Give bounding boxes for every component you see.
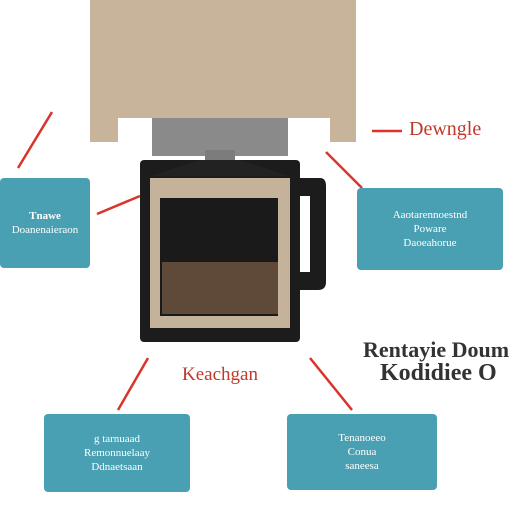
- callout-right-line-2: Poware: [413, 223, 447, 235]
- callout-bottom-left-line-3: Ddnaetsaan: [91, 461, 143, 473]
- callout-left-line-1: Tnawe: [29, 210, 61, 222]
- label-top-right: Dewngle: [409, 118, 482, 140]
- housing-block: [90, 0, 356, 142]
- connector-left: [96, 194, 141, 216]
- connector-left-top: [16, 111, 54, 169]
- callout-bottom-right-line-2: Conua: [347, 446, 377, 458]
- callout-bottom-right-line-1: Tenanoeeo: [338, 432, 386, 444]
- callout-box-bottom-left: g tarnuaad Remonnuelaay Ddnaetsaan: [44, 414, 190, 492]
- callout-box-right: Aaotarennoestnd Poware Daoeahorue: [357, 188, 503, 270]
- callout-box-left: Tnawe Doanenaieraon: [0, 178, 90, 268]
- callout-bottom-left-line-1: g tarnuaad: [93, 433, 141, 445]
- callout-bottom-left-line-2: Remonnuelaay: [84, 447, 150, 459]
- connector-lines: [16, 111, 402, 411]
- callout-right-line-1: Aaotarennoestnd: [392, 209, 468, 221]
- callout-right-line-3: Daoeahorue: [403, 237, 457, 249]
- callout-bottom-right-line-3: saneesa: [345, 460, 379, 472]
- connector-bottom-right: [309, 357, 353, 411]
- callout-box-bottom-right: Tenanoeeo Conua saneesa: [287, 414, 437, 490]
- label-center: Keachgan: [182, 364, 258, 385]
- callout-left-line-2: Doanenaieraon: [11, 224, 79, 236]
- connector-bottom-left: [116, 357, 150, 411]
- plunger-top: [152, 118, 288, 156]
- coffee-maker-icon: [140, 160, 326, 342]
- connector-right: [325, 151, 363, 189]
- label-right-line2: Kodidiee O: [380, 360, 497, 386]
- label-right-line1: Rentayie Doum: [363, 337, 510, 362]
